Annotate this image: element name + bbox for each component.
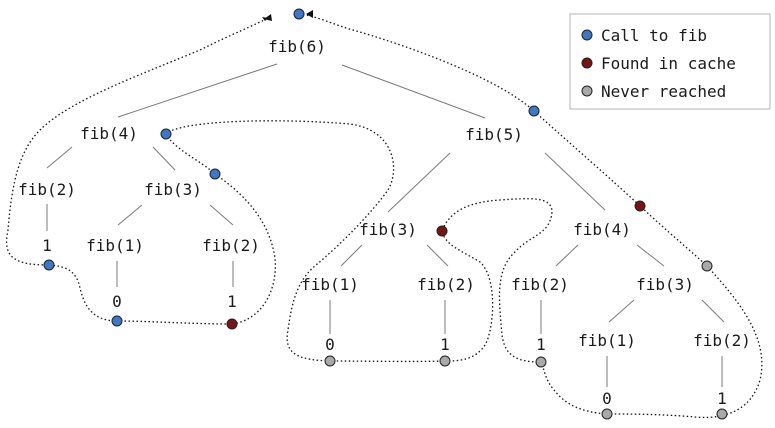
node-fib2-b: fib(2) [202, 236, 260, 255]
node-one-e: 1 [717, 389, 727, 408]
node-zero-a: 0 [112, 292, 122, 311]
legend-call-icon [581, 29, 593, 41]
edge-fib3-fib1 [117, 204, 143, 226]
node-fib4: fib(4) [80, 124, 138, 143]
tree-edges [46, 63, 725, 387]
edge-fib5-fib3 [387, 152, 451, 213]
dot-top [293, 8, 305, 20]
dot-one-b [226, 318, 238, 330]
node-fib1-a: fib(1) [86, 236, 144, 255]
node-fib3-b: fib(3) [359, 220, 417, 239]
dot-zero-a [111, 315, 123, 327]
node-fib3-c: fib(3) [636, 275, 694, 294]
dot-fib3-b [436, 225, 448, 237]
dot-one-left [43, 259, 55, 271]
node-fib1-b: fib(1) [301, 275, 359, 294]
dot-fib3-a [209, 168, 221, 180]
edge-fib6-fib5 [341, 64, 486, 119]
node-one-a: 1 [42, 236, 52, 255]
node-fib3-a: fib(3) [144, 180, 202, 199]
legend-box [569, 13, 771, 110]
edge-fib6-fib4 [117, 63, 278, 118]
edge-fib3-fib2 [209, 204, 234, 226]
node-fib6: fib(6) [268, 37, 326, 56]
dot-one-d [535, 356, 547, 368]
legend-cache-label: Found in cache [601, 54, 736, 73]
edge-fib3b-fib1 [340, 244, 363, 267]
node-one-b: 1 [227, 292, 237, 311]
dot-zero-b [324, 355, 336, 367]
edge-fib3c-fib1 [608, 299, 635, 323]
node-fib2-c: fib(2) [417, 275, 475, 294]
legend: Call to fib Found in cache Never reached [569, 13, 771, 110]
edge-fib4-fib3 [152, 146, 176, 171]
node-fib4-b: fib(4) [573, 220, 631, 239]
node-one-c: 1 [440, 335, 450, 354]
node-labels: fib(6) fib(4) fib(5) fib(2) fib(3) 1 fib… [18, 37, 751, 408]
node-one-d: 1 [536, 335, 546, 354]
edge-fib3c-fib2 [701, 299, 725, 323]
dot-one-c [439, 355, 451, 367]
dot-zero-c [601, 408, 613, 420]
edge-fib3b-fib2 [426, 244, 449, 267]
trace-arrowhead-right [306, 10, 313, 18]
edge-fib4b-fib3 [636, 244, 665, 267]
dot-fib3-c [701, 260, 713, 272]
edge-fib4-fib2 [46, 146, 73, 169]
node-fib2-e: fib(2) [693, 331, 751, 350]
node-fib1-c: fib(1) [578, 331, 636, 350]
dot-fib4-b [634, 200, 646, 212]
trace-arrowhead-left [264, 14, 272, 21]
node-zero-b: 0 [325, 335, 335, 354]
node-fib2-d: fib(2) [511, 275, 569, 294]
legend-call-label: Call to fib [601, 26, 707, 45]
node-fib2-a: fib(2) [18, 180, 76, 199]
edge-fib4b-fib2 [555, 244, 579, 267]
dot-fib5 [528, 105, 540, 117]
edge-fib5-fib4 [544, 152, 606, 211]
status-dots [43, 8, 728, 420]
dot-one-e [716, 408, 728, 420]
legend-cache-icon [581, 57, 593, 69]
dot-fib4 [160, 128, 172, 140]
legend-never-icon [581, 85, 593, 97]
legend-never-label: Never reached [601, 82, 726, 101]
node-zero-c: 0 [602, 389, 612, 408]
node-fib5: fib(5) [465, 125, 523, 144]
